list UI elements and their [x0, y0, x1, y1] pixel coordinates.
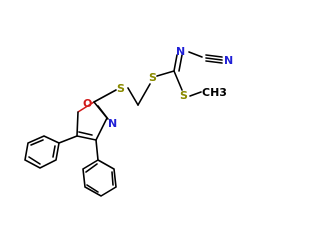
bond-c4-c5 [76, 135, 97, 141]
methyl-label: CH3 [202, 86, 227, 99]
bond-n-c [188, 51, 203, 58]
sulfur-link-label: S [117, 82, 125, 95]
sulfur-thio-label: S [149, 71, 157, 84]
imine-nitrogen-label: N [176, 45, 185, 58]
bond-c-n-triple-1 [205, 57, 223, 61]
ring-nitrogen-label: N [108, 117, 117, 130]
cyano-nitrogen-label: N [224, 54, 233, 67]
bond-c5-ph1 [58, 135, 78, 144]
bond-c-n-triple-3 [205, 54, 223, 58]
ph1-double-3 [52, 145, 56, 158]
bond-n-c4 [95, 117, 108, 141]
bond-c-sme [173, 70, 183, 91]
bond-c4-c5-double [78, 131, 93, 136]
sulfur-methyl-label: S [180, 89, 188, 102]
bond-c2-o [77, 101, 95, 113]
bond-s-ch2 [127, 87, 139, 106]
bond-s-ch3 [189, 91, 202, 97]
ph2-double-1 [111, 171, 114, 186]
phenyl-ring-1 [24, 135, 60, 169]
ph1-double-2 [28, 156, 41, 165]
oxygen-label: O [83, 97, 92, 110]
bond-s-c [156, 70, 175, 77]
bond-c2-n-double [97, 105, 109, 120]
bond-ch2-s [137, 83, 151, 106]
bond-c-n-double [178, 54, 183, 72]
ph2-double-3 [85, 163, 98, 173]
bond-c-n [173, 54, 178, 72]
bond-c2-s [93, 89, 117, 103]
structure-diagram: O N S S S N N CH3 [24, 45, 233, 197]
bond-c4-ph2 [95, 139, 99, 161]
phenyl-ring-2 [82, 159, 117, 197]
bond-c-n-triple-2 [205, 60, 223, 64]
bond-o-c5 [76, 111, 79, 137]
ph1-double-1 [30, 139, 44, 146]
ph2-double-2 [86, 184, 99, 193]
